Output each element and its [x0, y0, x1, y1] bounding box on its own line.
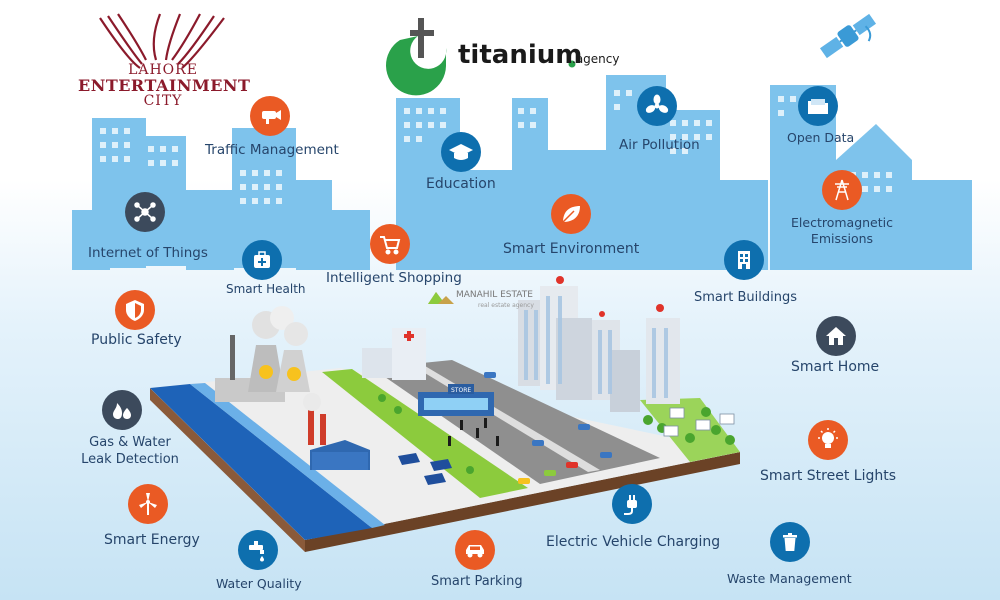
lec-arch-logo	[99, 13, 225, 69]
label-smart-energy: Smart Energy	[104, 532, 200, 548]
house-icon	[816, 316, 856, 356]
label-education: Education	[426, 176, 496, 192]
wind-turbine-icon	[128, 484, 168, 524]
label-electromagnetic-line-1: Electromagnetic	[791, 215, 893, 230]
house-logo-icon	[428, 292, 454, 304]
label-public-safety: Public Safety	[91, 332, 182, 348]
label-gas-water-line-2: Leak Detection	[81, 452, 179, 467]
store-sign: STORE	[451, 387, 471, 394]
skyline-windows	[100, 90, 892, 204]
label-gas-water-line-1: Gas & Water	[89, 435, 171, 450]
green-belt	[322, 369, 528, 498]
label-smart-home: Smart Home	[791, 359, 880, 375]
water-tap-icon	[238, 530, 278, 570]
medical-kit-icon	[242, 240, 282, 280]
shield-icon	[115, 290, 155, 330]
residential-grass	[640, 398, 740, 462]
graduation-cap-icon	[441, 132, 481, 172]
label-electric-vehicle-charging: Electric Vehicle Charging	[546, 534, 721, 550]
car-icon	[455, 530, 495, 570]
titanium-wordmark: titanium	[458, 40, 583, 70]
trash-bin-icon	[770, 522, 810, 562]
leaf-icon	[551, 194, 591, 234]
label-electromagnetic-line-2: Emissions	[810, 231, 874, 246]
label-traffic-management: Traffic Management	[205, 142, 339, 158]
titanium-suffix: .agency	[572, 52, 620, 66]
downtown-towers	[518, 276, 680, 412]
titanium-logo-mark	[386, 18, 576, 96]
label-smart-street-lights: Smart Street Lights	[760, 468, 897, 484]
folder-icon	[798, 86, 838, 126]
river	[150, 384, 372, 540]
lec-line-3: CITY	[143, 93, 183, 109]
label-smart-parking: Smart Parking	[431, 574, 523, 589]
satellite-icon	[819, 13, 877, 59]
shopping-cart-icon	[370, 224, 410, 264]
power-tower-icon	[822, 170, 862, 210]
lahore-entertainment-city-logo: LAHORE ENTERTAINMENT CITY	[78, 12, 251, 109]
factory-building	[310, 440, 370, 470]
hospital-building	[362, 328, 426, 380]
houses	[663, 407, 735, 437]
platform-side-left	[150, 388, 305, 552]
pedestrians	[448, 418, 499, 446]
lec-line-1: LAHORE	[128, 62, 198, 78]
building-icon	[724, 240, 764, 280]
lec-line-2: ENTERTAINMENT	[78, 76, 251, 95]
label-smart-environment: Smart Environment	[503, 241, 640, 257]
network-hub-icon	[125, 192, 165, 232]
platform-side-front	[305, 452, 740, 552]
plug-icon	[612, 484, 652, 524]
flame-drop-icon	[102, 390, 142, 430]
watermark-name: MANAHIL ESTATE	[456, 290, 533, 300]
label-internet-of-things: Internet of Things	[88, 245, 208, 261]
watermark-tagline: real estate agency	[478, 302, 534, 309]
label-waste-management: Waste Management	[727, 571, 852, 586]
light-bulb-icon	[808, 420, 848, 460]
cctv-camera-icon	[250, 96, 290, 136]
label-open-data: Open Data	[787, 130, 855, 145]
store-building: STORE	[418, 384, 494, 416]
cars	[484, 372, 612, 484]
titanium-agency-logo: titanium .agency	[388, 12, 648, 82]
fan-icon	[637, 86, 677, 126]
power-plant	[215, 306, 326, 445]
label-intelligent-shopping: Intelligent Shopping	[326, 270, 462, 286]
city-skyline	[72, 75, 972, 270]
label-water-quality: Water Quality	[216, 576, 302, 591]
label-air-pollution: Air Pollution	[619, 137, 700, 153]
trees	[378, 394, 735, 474]
label-smart-health: Smart Health	[226, 282, 306, 296]
label-smart-buildings: Smart Buildings	[694, 290, 797, 305]
solar-panels	[398, 453, 452, 485]
